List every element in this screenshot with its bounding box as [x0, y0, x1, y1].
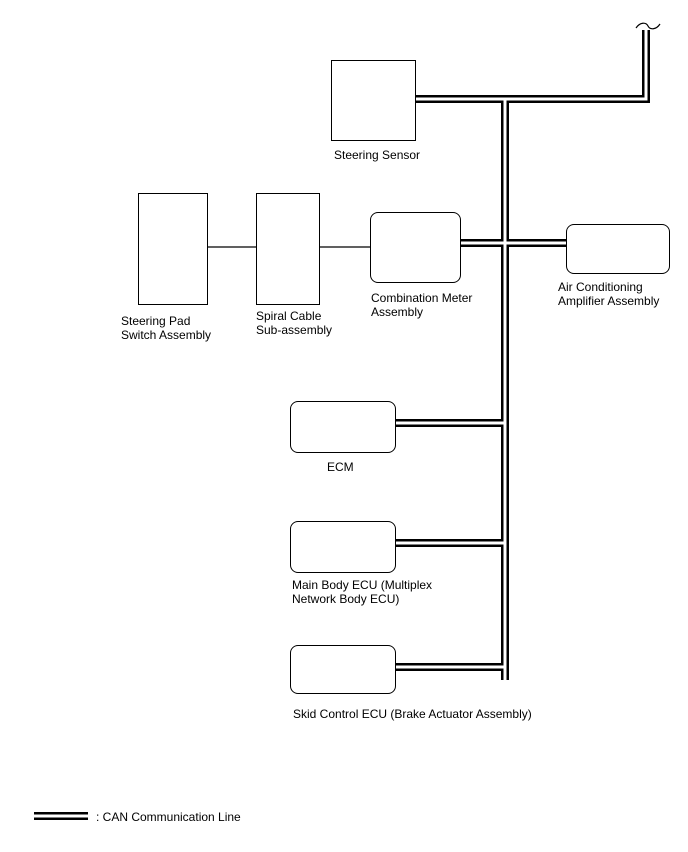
main-body-ecu-label-line2: Network Body ECU) — [292, 592, 400, 606]
steering-sensor-box — [331, 60, 416, 141]
steering-pad-switch-box — [138, 193, 208, 305]
main-body-ecu-box — [290, 521, 396, 573]
steering-pad-label-line1: Steering Pad — [121, 314, 191, 328]
main-body-ecu-label-line1: Main Body ECU (Multiplex — [292, 578, 433, 592]
skid-control-ecu-label: Skid Control ECU (Brake Actuator Assembl… — [293, 707, 532, 721]
air-conditioning-label-line1: Air Conditioning — [558, 280, 643, 294]
steering-pad-label-line2: Switch Assembly — [121, 328, 212, 342]
spiral-cable-box — [256, 193, 320, 305]
ecm-label: ECM — [327, 460, 354, 474]
combination-meter-label-line1: Combination Meter — [371, 291, 473, 305]
combination-meter-label-line2: Assembly — [371, 305, 424, 319]
spiral-cable-label-line2: Sub-assembly — [256, 323, 333, 337]
skid-control-ecu-box — [290, 645, 396, 694]
legend-label: : CAN Communication Line — [96, 810, 241, 824]
air-conditioning-box — [566, 224, 670, 274]
steering-sensor-label: Steering Sensor — [334, 148, 421, 162]
ecm-box — [290, 401, 396, 453]
air-conditioning-label-line2: Amplifier Assembly — [558, 294, 660, 308]
spiral-cable-label-line1: Spiral Cable — [256, 309, 322, 323]
combination-meter-box — [370, 212, 461, 283]
